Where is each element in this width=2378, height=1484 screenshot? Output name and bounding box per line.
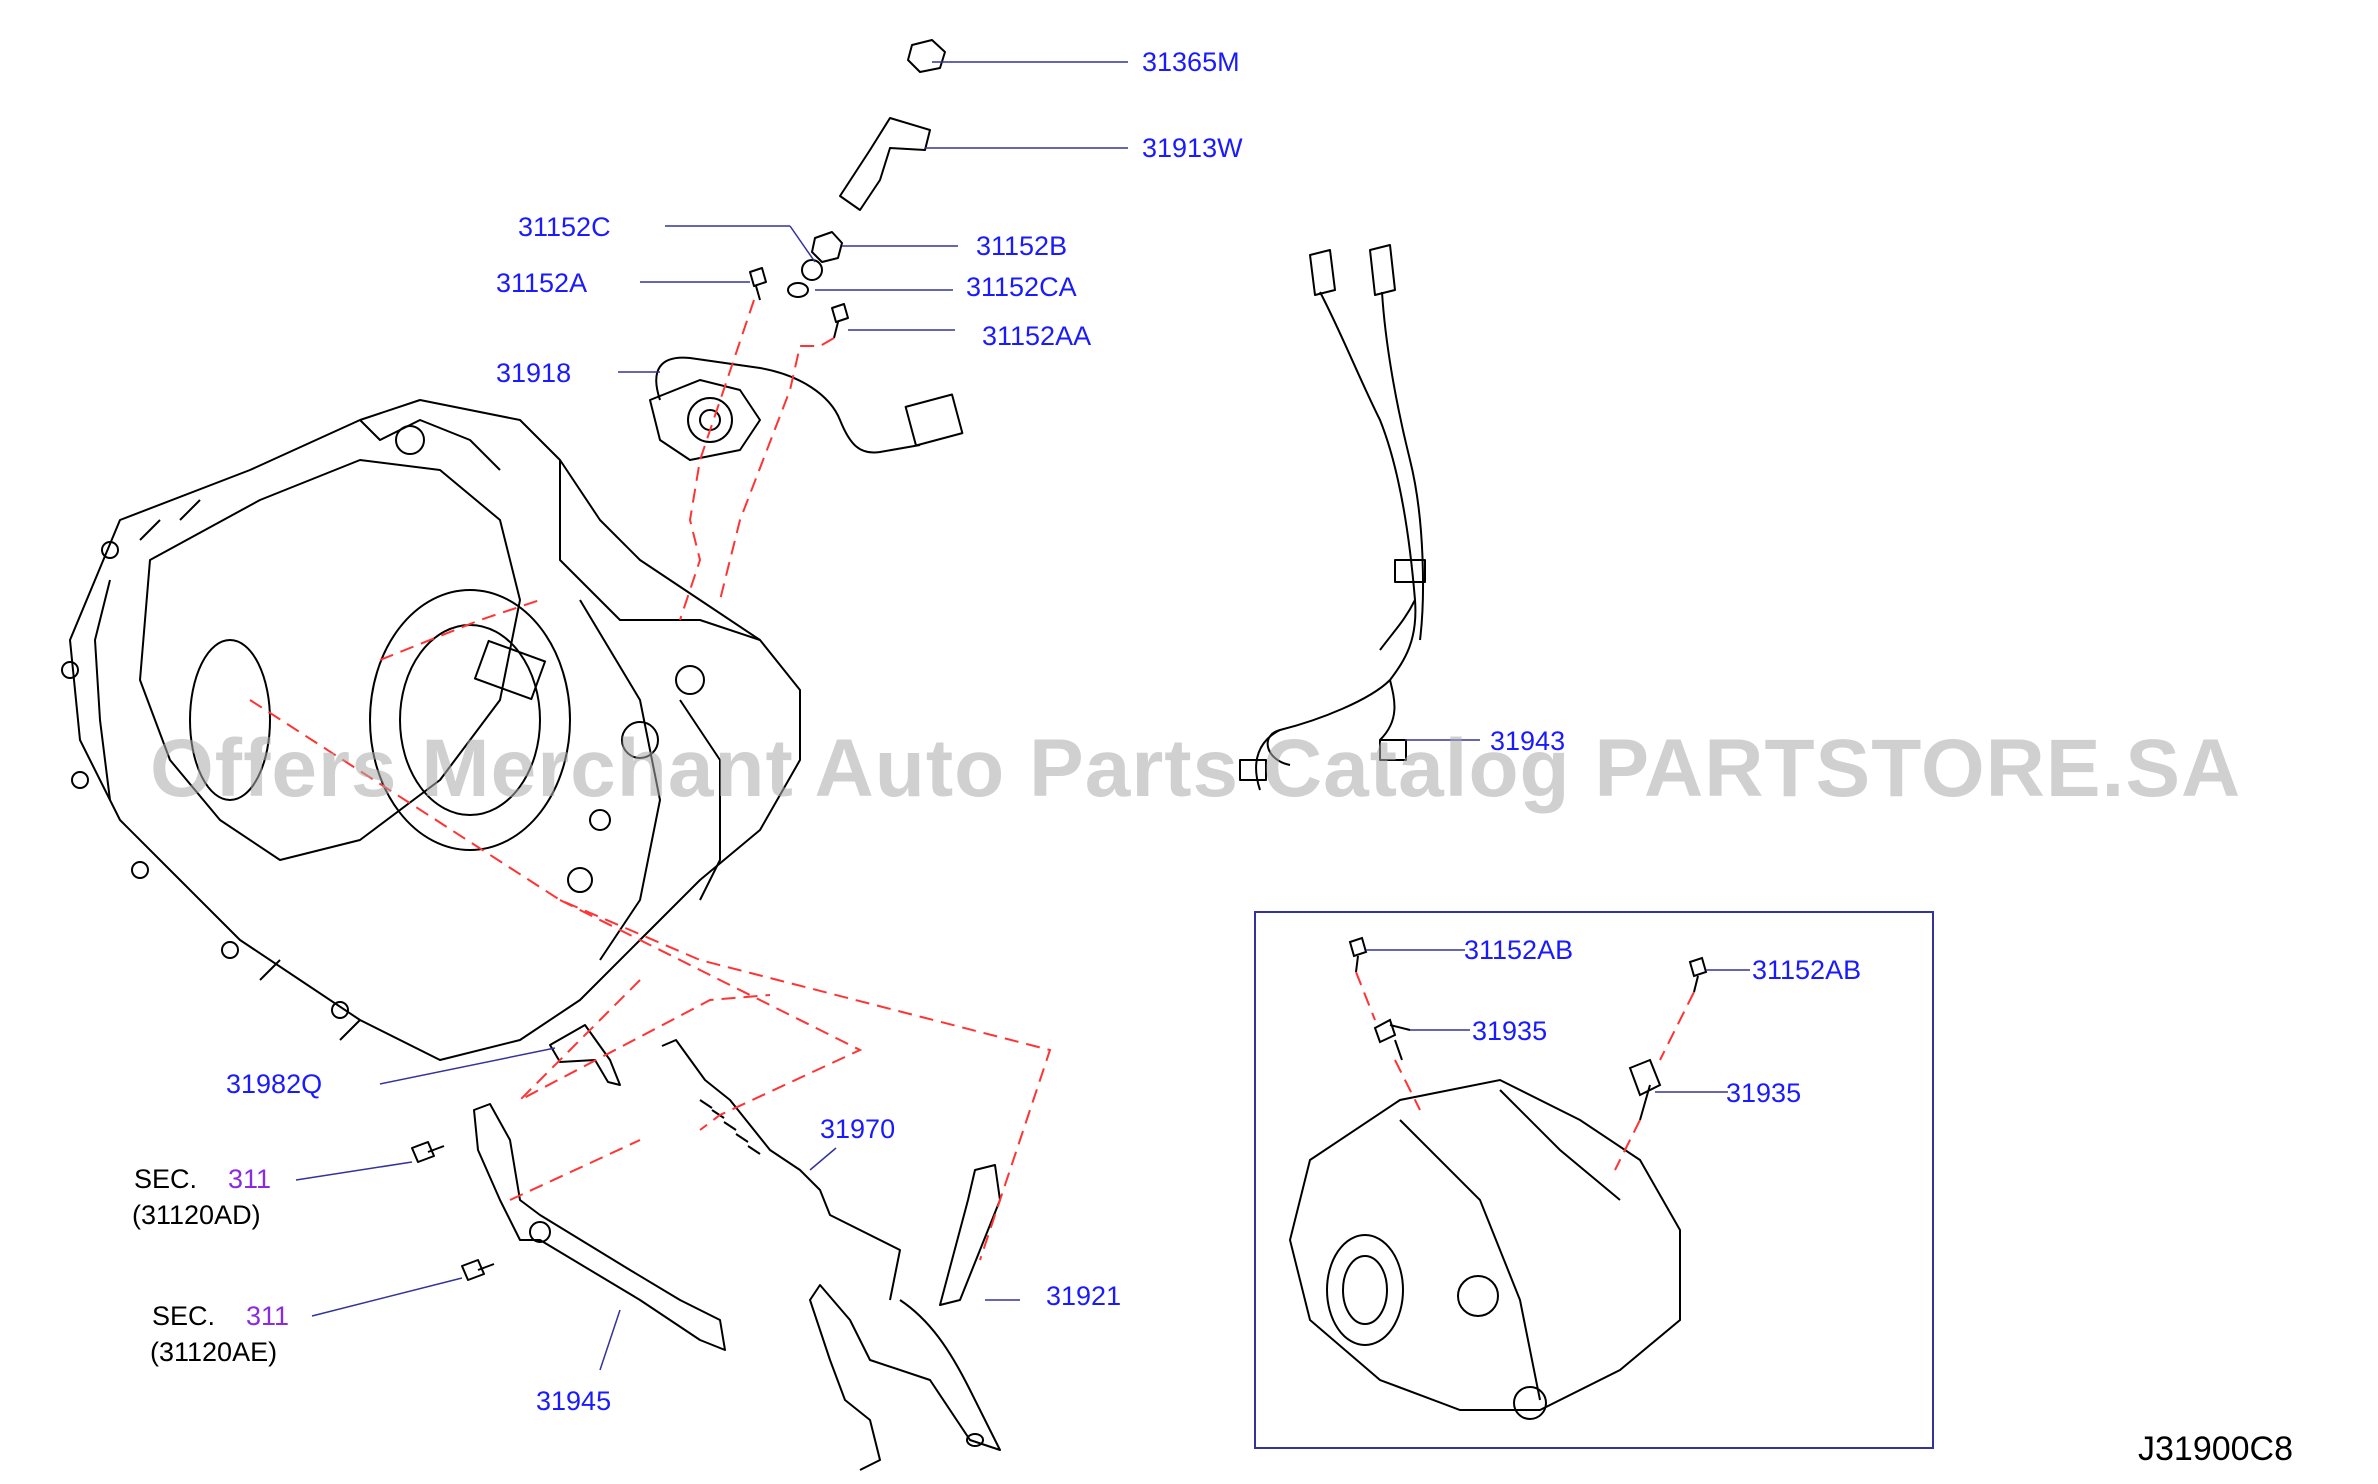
part-label-31152C[interactable]: 31152C — [518, 212, 611, 242]
part-label-31970[interactable]: 31970 — [820, 1114, 896, 1144]
section-ref-prefix: SEC. — [134, 1164, 198, 1194]
nut-drawing — [907, 39, 946, 73]
guide-lines — [249, 299, 1052, 1261]
section-ref-prefix: SEC. — [152, 1301, 216, 1331]
harness-drawing — [1239, 244, 1426, 791]
part-label-31921[interactable]: 31921 — [1046, 1281, 1122, 1311]
section-ref-link[interactable]: 311 — [246, 1301, 290, 1331]
part-label-31152AB-right[interactable]: 31152AB — [1752, 955, 1862, 985]
part-label-31935-lower[interactable]: 31935 — [1726, 1078, 1802, 1108]
range-switch-drawing — [649, 356, 964, 461]
watermark-text: Offers Merchant Auto Parts Catalog PARTS… — [150, 723, 2242, 814]
control-rod-drawing — [661, 1039, 901, 1301]
part-label-31152CA[interactable]: 31152CA — [966, 272, 1077, 302]
part-label-31943[interactable]: 31943 — [1490, 726, 1566, 756]
transmission-case-drawing — [61, 399, 801, 1061]
part-label-31945[interactable]: 31945 — [536, 1386, 612, 1416]
part-label-31152A[interactable]: 31152A — [496, 268, 588, 298]
section-ref-link[interactable]: 311 — [228, 1164, 272, 1194]
control-lever-drawing — [473, 1103, 726, 1351]
part-label-31152AB-left[interactable]: 31152AB — [1464, 935, 1574, 965]
section-ref-part: (31120AD) — [132, 1200, 261, 1230]
part-label-31365M[interactable]: 31365M — [1142, 47, 1240, 77]
diagram-code: J31900C8 — [2138, 1430, 2294, 1468]
manual-shaft-drawing — [809, 1164, 1001, 1471]
part-label-31935-upper[interactable]: 31935 — [1472, 1016, 1548, 1046]
part-label-31913W[interactable]: 31913W — [1142, 133, 1243, 163]
part-label-31152B[interactable]: 31152B — [976, 231, 1068, 261]
section-ref-part: (31120AE) — [150, 1337, 278, 1367]
bracket-drawing — [839, 117, 931, 211]
part-label-31918[interactable]: 31918 — [496, 358, 572, 388]
inset-box — [1254, 911, 1934, 1449]
part-label-31982Q[interactable]: 31982Q — [226, 1069, 323, 1099]
part-label-31152AA[interactable]: 31152AA — [982, 321, 1092, 351]
